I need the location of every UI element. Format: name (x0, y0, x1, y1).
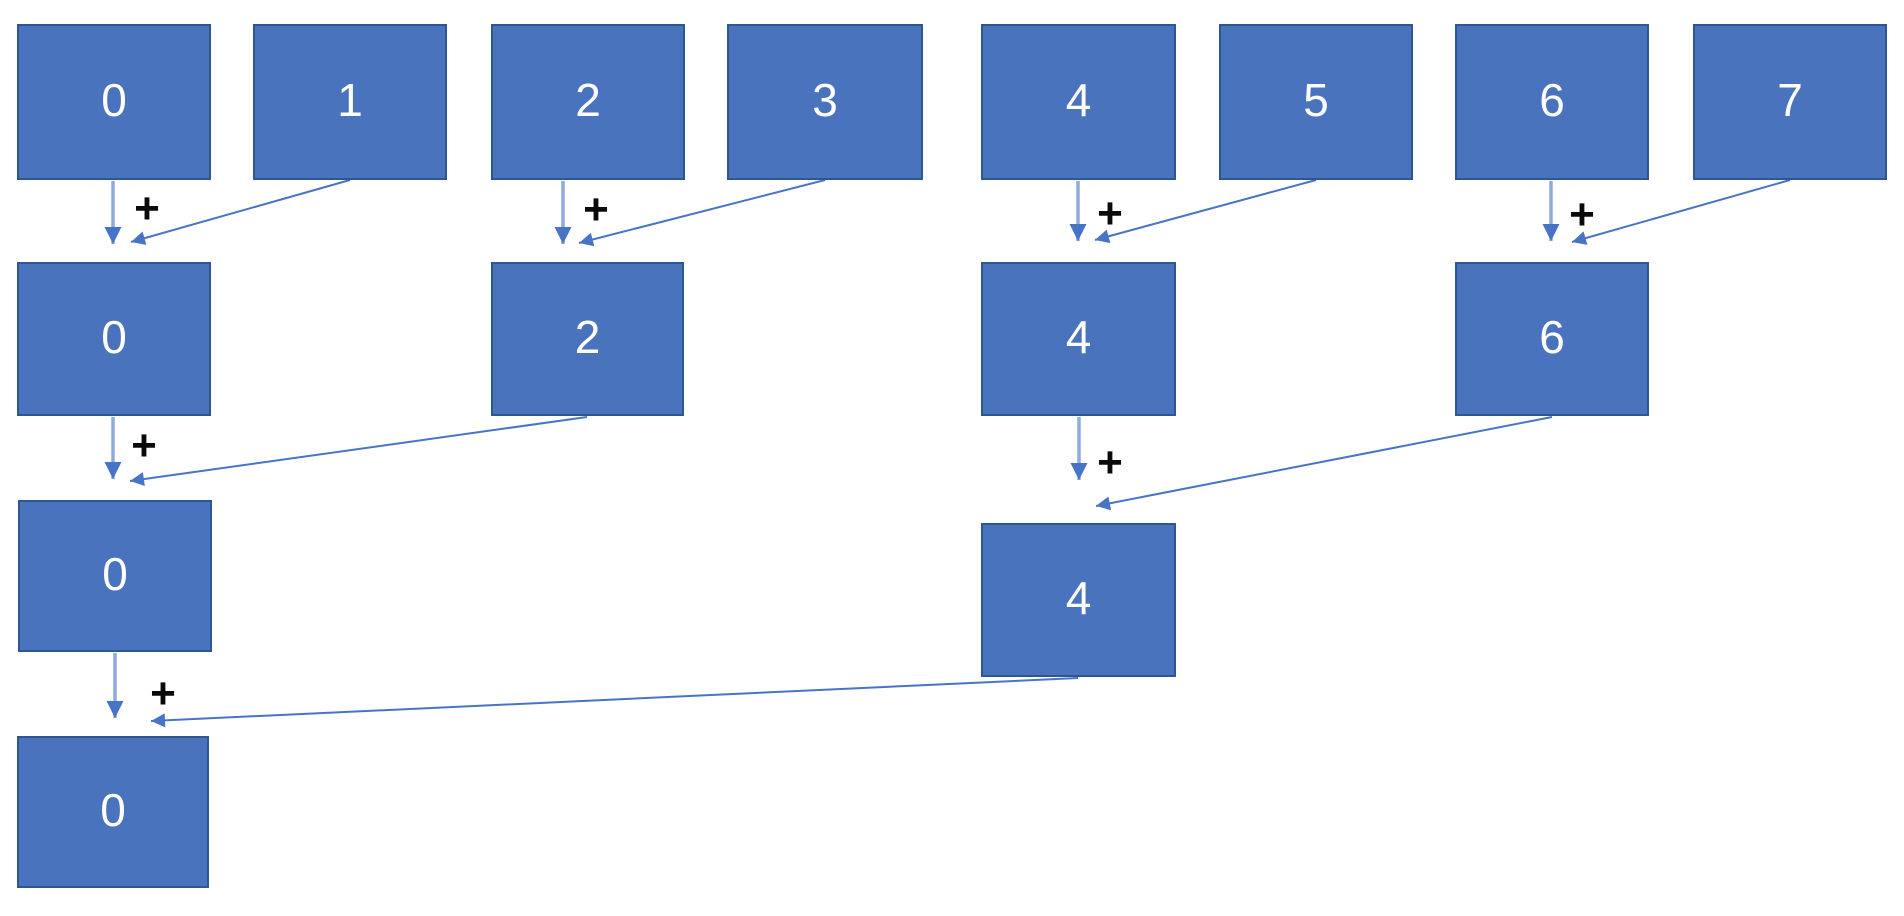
box-value: 6 (1539, 311, 1565, 363)
plus-operator: + (1569, 190, 1595, 240)
merge-arrow (1094, 179, 1317, 244)
value-box-level1: 0 (17, 262, 211, 416)
plus-operator: + (150, 669, 176, 719)
plus-operator: + (131, 421, 157, 471)
box-value: 6 (1539, 74, 1565, 126)
value-box-level1: 4 (981, 262, 1176, 416)
box-value: 1 (337, 74, 363, 126)
value-box-level0: 7 (1693, 24, 1887, 180)
merge-arrow (130, 179, 351, 245)
box-value: 5 (1303, 74, 1329, 126)
box-value: 7 (1777, 74, 1803, 126)
box-value: 4 (1065, 74, 1092, 126)
merge-arrow (1095, 416, 1553, 511)
box-value: 4 (1065, 572, 1092, 624)
value-box-level0: 6 (1455, 24, 1649, 180)
plus-operator: + (1097, 189, 1123, 239)
box-value: 4 (1065, 311, 1092, 363)
box-value: 0 (102, 548, 128, 600)
box-value: 0 (100, 784, 126, 836)
box-value: 0 (101, 74, 127, 126)
value-box-level2: 0 (18, 500, 212, 652)
merge-arrow (1571, 179, 1791, 245)
plus-operator: + (583, 185, 609, 235)
merge-arrow (578, 179, 826, 247)
box-value: 2 (575, 74, 601, 126)
merge-arrow (150, 677, 1079, 728)
merge-arrow (129, 416, 588, 486)
value-box-level3: 0 (17, 736, 209, 888)
value-box-level0: 1 (253, 24, 447, 180)
value-box-level1: 6 (1455, 262, 1649, 416)
value-box-level0: 4 (981, 24, 1176, 180)
value-box-level0: 2 (491, 24, 685, 180)
value-box-level1: 2 (491, 262, 684, 416)
value-box-level2: 4 (981, 523, 1176, 677)
plus-operator: + (1097, 438, 1123, 488)
value-box-level0: 0 (17, 24, 211, 180)
box-value: 0 (101, 311, 127, 363)
box-value: 2 (574, 311, 601, 363)
value-box-level0: 3 (727, 24, 923, 180)
box-value: 3 (812, 74, 838, 126)
value-box-level0: 5 (1219, 24, 1413, 180)
plus-operator: + (134, 184, 160, 234)
